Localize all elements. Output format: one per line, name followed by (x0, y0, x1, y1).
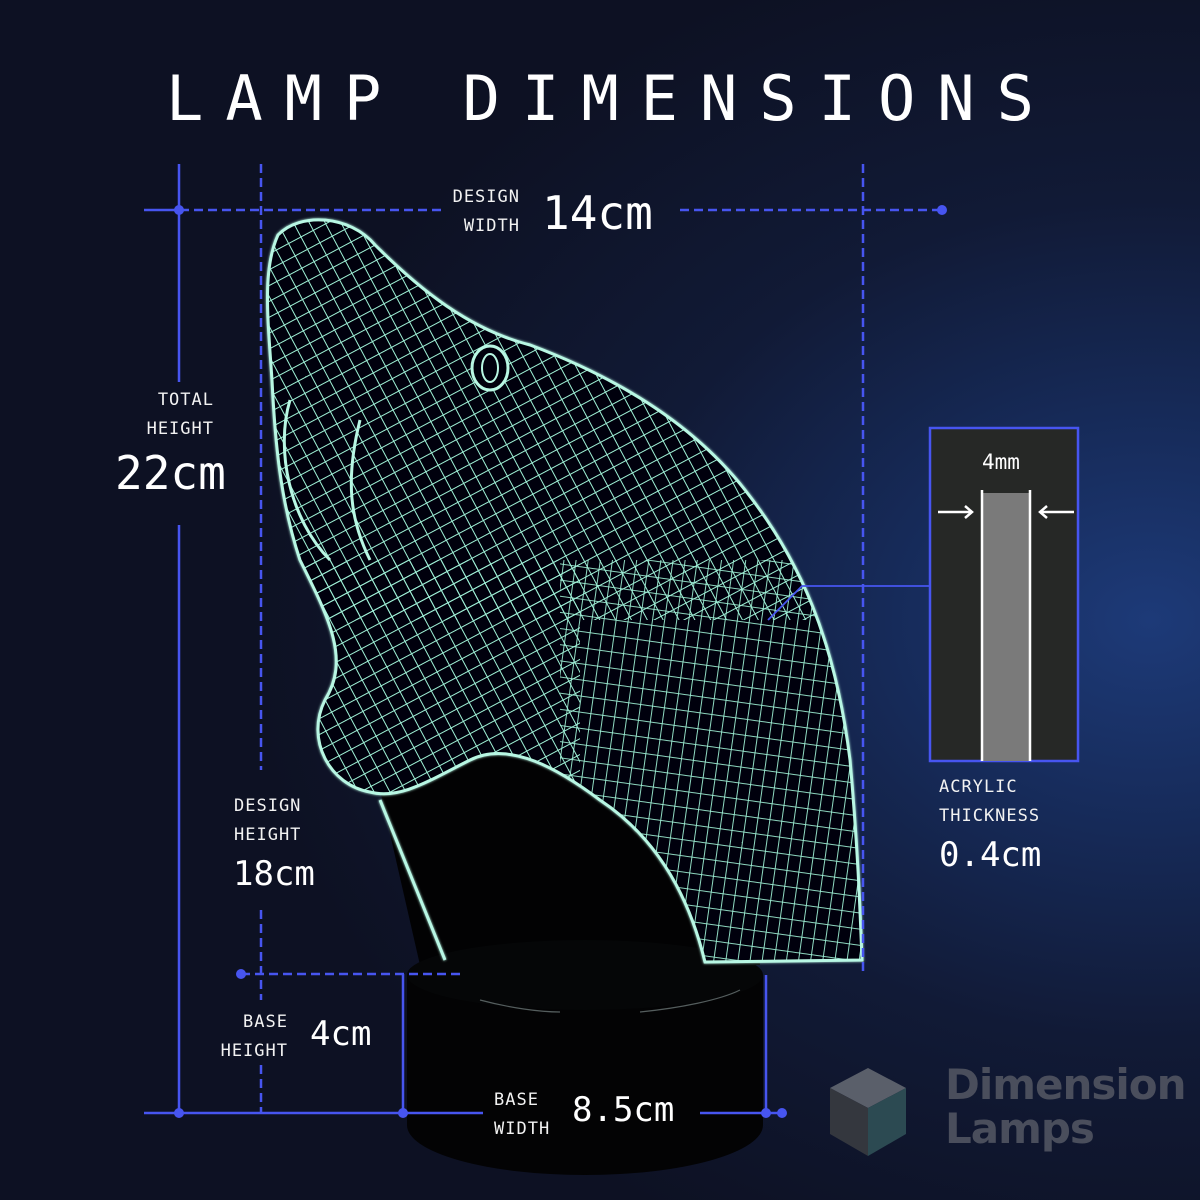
acrylic-label-line2: THICKNESS (939, 806, 1041, 826)
base-height-label-line2: HEIGHT (220, 1041, 288, 1061)
brand-line1: Dimension (945, 1060, 1187, 1109)
total-height-label-line1: TOTAL (157, 390, 214, 410)
acrylic-sheet (982, 493, 1030, 761)
page-title: LAMP DIMENSIONS (166, 62, 1056, 135)
base-height-label-line1: BASE (243, 1012, 288, 1032)
base-width-value: 8.5cm (572, 1090, 675, 1130)
total-height-label-line2: HEIGHT (146, 419, 214, 439)
snake-eye (470, 344, 510, 392)
acrylic-mm-label: 4mm (982, 450, 1020, 474)
cube-icon (830, 1068, 906, 1156)
design-width-label-line1: DESIGN (452, 187, 520, 207)
base-width-label-line1: BASE (494, 1090, 539, 1110)
acrylic-callout-line (767, 585, 947, 621)
base-width-label: BASE WIDTH (494, 1086, 550, 1144)
acrylic-thickness-panel (928, 426, 1080, 763)
design-height-label-line2: HEIGHT (234, 825, 302, 845)
base-height-value: 4cm (310, 1014, 372, 1054)
acrylic-label-line1: ACRYLIC (939, 777, 1018, 797)
acrylic-thickness-label: ACRYLIC THICKNESS (939, 773, 1040, 831)
base-width-label-line2: WIDTH (494, 1119, 551, 1139)
design-height-label-line1: DESIGN (234, 796, 302, 816)
total-height-value: 22cm (115, 446, 226, 500)
acrylic-thickness-value: 0.4cm (939, 835, 1042, 875)
brand-logo-text: Dimension Lamps (945, 1060, 1187, 1153)
design-height-value: 18cm (233, 854, 315, 894)
design-width-label-line2: WIDTH (463, 216, 520, 236)
design-width-value: 14cm (542, 186, 653, 240)
total-height-label: TOTAL HEIGHT (110, 386, 214, 444)
design-width-label: DESIGN WIDTH (430, 183, 520, 241)
base-height-label: BASE HEIGHT (200, 1008, 288, 1066)
brand-line2: Lamps (945, 1104, 1095, 1153)
design-height-label: DESIGN HEIGHT (234, 792, 301, 850)
